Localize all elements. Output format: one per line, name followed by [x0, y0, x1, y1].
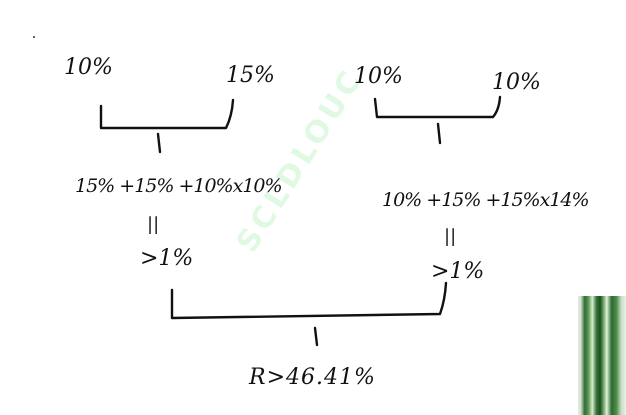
bottom-stem: [313, 326, 319, 347]
right-equals-mark: ||: [444, 226, 457, 247]
ink-dot: [33, 36, 35, 38]
right-expression: 10% +15% +15%x14%: [382, 189, 590, 211]
left-top-stem: [156, 132, 162, 154]
final-result: R>46.41%: [249, 365, 376, 390]
left-result: >1%: [140, 246, 194, 271]
right-top-bracket: [373, 95, 502, 119]
right-top-stem: [436, 122, 442, 145]
left-expression: 15% +15% +10%x10%: [75, 175, 283, 197]
left-top-bracket: [99, 98, 235, 130]
left-leaf-b: 15%: [226, 63, 275, 88]
right-leaf-b: 10%: [492, 70, 541, 95]
left-equals-mark: ||: [147, 214, 160, 235]
bottom-bracket: [170, 281, 448, 320]
left-leaf-a: 10%: [64, 55, 113, 80]
right-leaf-a: 10%: [354, 64, 403, 89]
plant-stems-image: [578, 296, 626, 415]
right-result: >1%: [431, 259, 485, 284]
